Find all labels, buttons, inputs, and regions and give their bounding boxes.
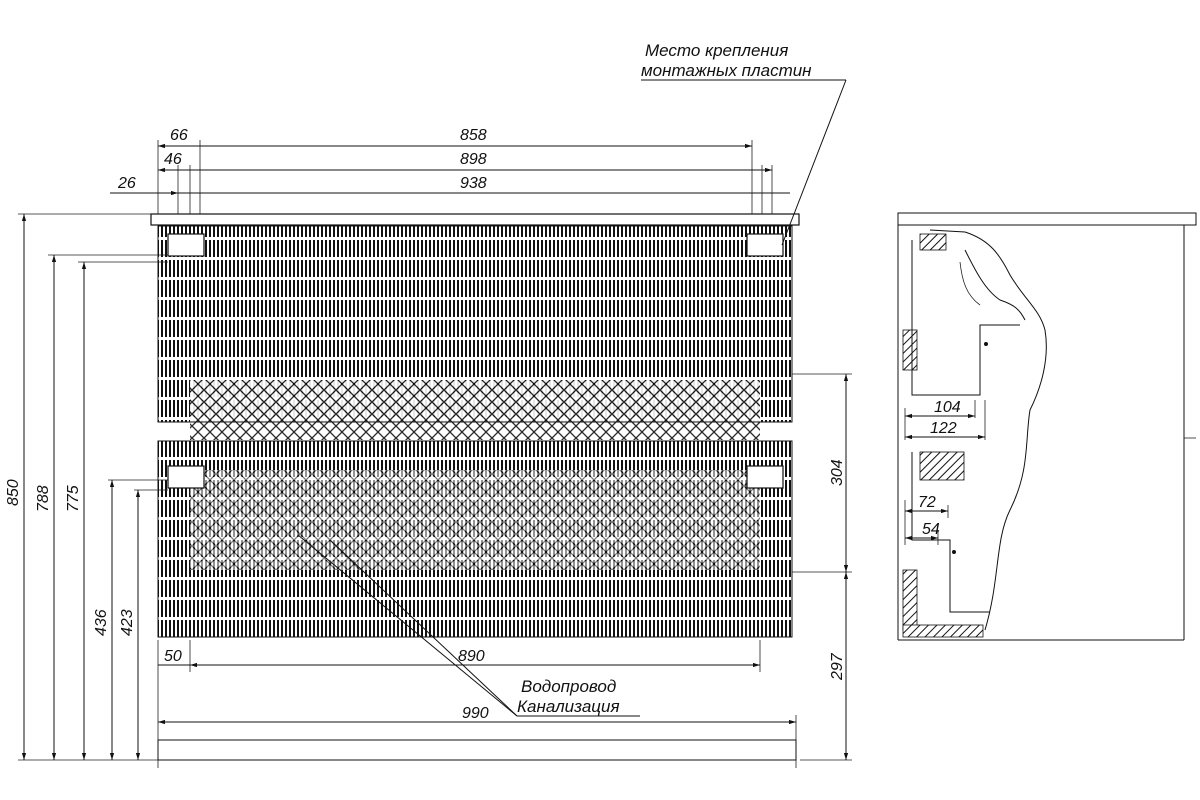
- dim-423: 423: [119, 609, 136, 636]
- dim-297: 297: [829, 652, 846, 681]
- dim-46: 46: [164, 151, 182, 168]
- top-dimensions: 66 858 46 898 26 938: [110, 127, 790, 214]
- lattice-band: [190, 380, 760, 440]
- lattice-band-lower: [190, 470, 760, 570]
- dim-122: 122: [930, 420, 957, 437]
- note-mounting-line1: Место крепления: [645, 41, 788, 60]
- dim-50: 50: [164, 648, 182, 665]
- dim-104: 104: [934, 399, 961, 416]
- note-mounting-line2: монтажных пластин: [641, 61, 812, 80]
- countertop: [150, 213, 800, 226]
- note-water: Водопровод: [521, 677, 616, 696]
- dim-66: 66: [170, 127, 188, 144]
- bottom-dimensions: 50 890 990: [157, 640, 797, 768]
- dim-858: 858: [460, 127, 487, 144]
- dim-898: 898: [460, 151, 487, 168]
- dim-938: 938: [460, 175, 487, 192]
- dim-775: 775: [65, 485, 82, 512]
- mounting-plate-left-bottom: [167, 465, 205, 489]
- dim-990: 990: [462, 705, 489, 722]
- dim-890: 890: [458, 648, 485, 665]
- dim-788: 788: [35, 485, 52, 512]
- right-dimensions: 304 297: [792, 373, 852, 761]
- note-sewer: Канализация: [517, 697, 620, 716]
- dim-304: 304: [829, 459, 846, 486]
- side-view: 104 122 72 54: [897, 212, 1197, 641]
- mounting-plate-right-top: [746, 233, 784, 257]
- dim-850: 850: [5, 479, 22, 506]
- mounting-plate-right-bottom: [746, 465, 784, 489]
- annotations: Место крепления монтажных пластин Водопр…: [297, 41, 847, 717]
- dim-26: 26: [117, 175, 136, 192]
- mounting-plate-left-top: [167, 233, 205, 257]
- dim-72: 72: [918, 494, 936, 511]
- dim-436: 436: [93, 609, 110, 636]
- dim-54: 54: [922, 521, 940, 538]
- left-dimensions: 850 788 775 436 423: [5, 213, 170, 761]
- front-view: [150, 213, 800, 638]
